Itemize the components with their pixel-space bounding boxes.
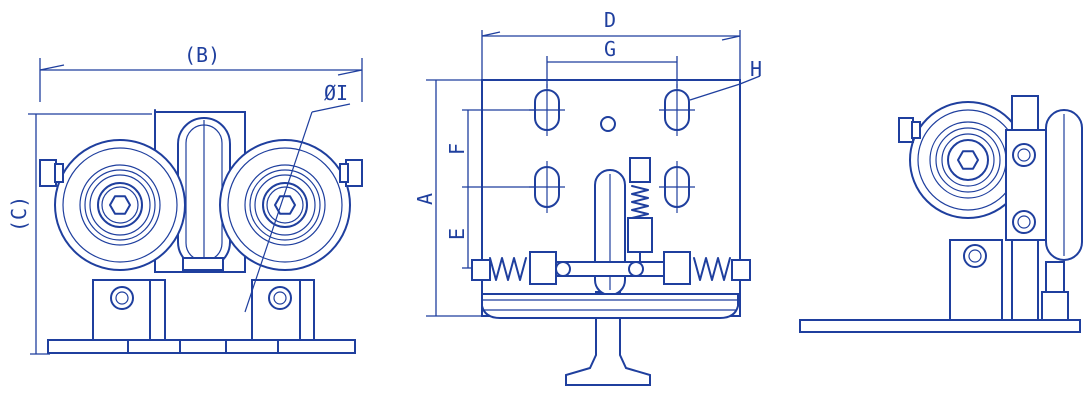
- end-view: [799, 95, 1083, 333]
- label-e: E: [445, 228, 469, 240]
- label-f: F: [445, 143, 469, 155]
- label-g: G: [604, 37, 616, 61]
- side-view: [426, 30, 761, 386]
- label-h: H: [750, 57, 762, 81]
- label-b: (B): [184, 43, 220, 67]
- label-d: D: [604, 8, 616, 32]
- label-a: A: [413, 193, 437, 205]
- label-c: (C): [7, 196, 31, 232]
- front-view: [28, 58, 363, 355]
- label-i: ØI: [324, 81, 348, 105]
